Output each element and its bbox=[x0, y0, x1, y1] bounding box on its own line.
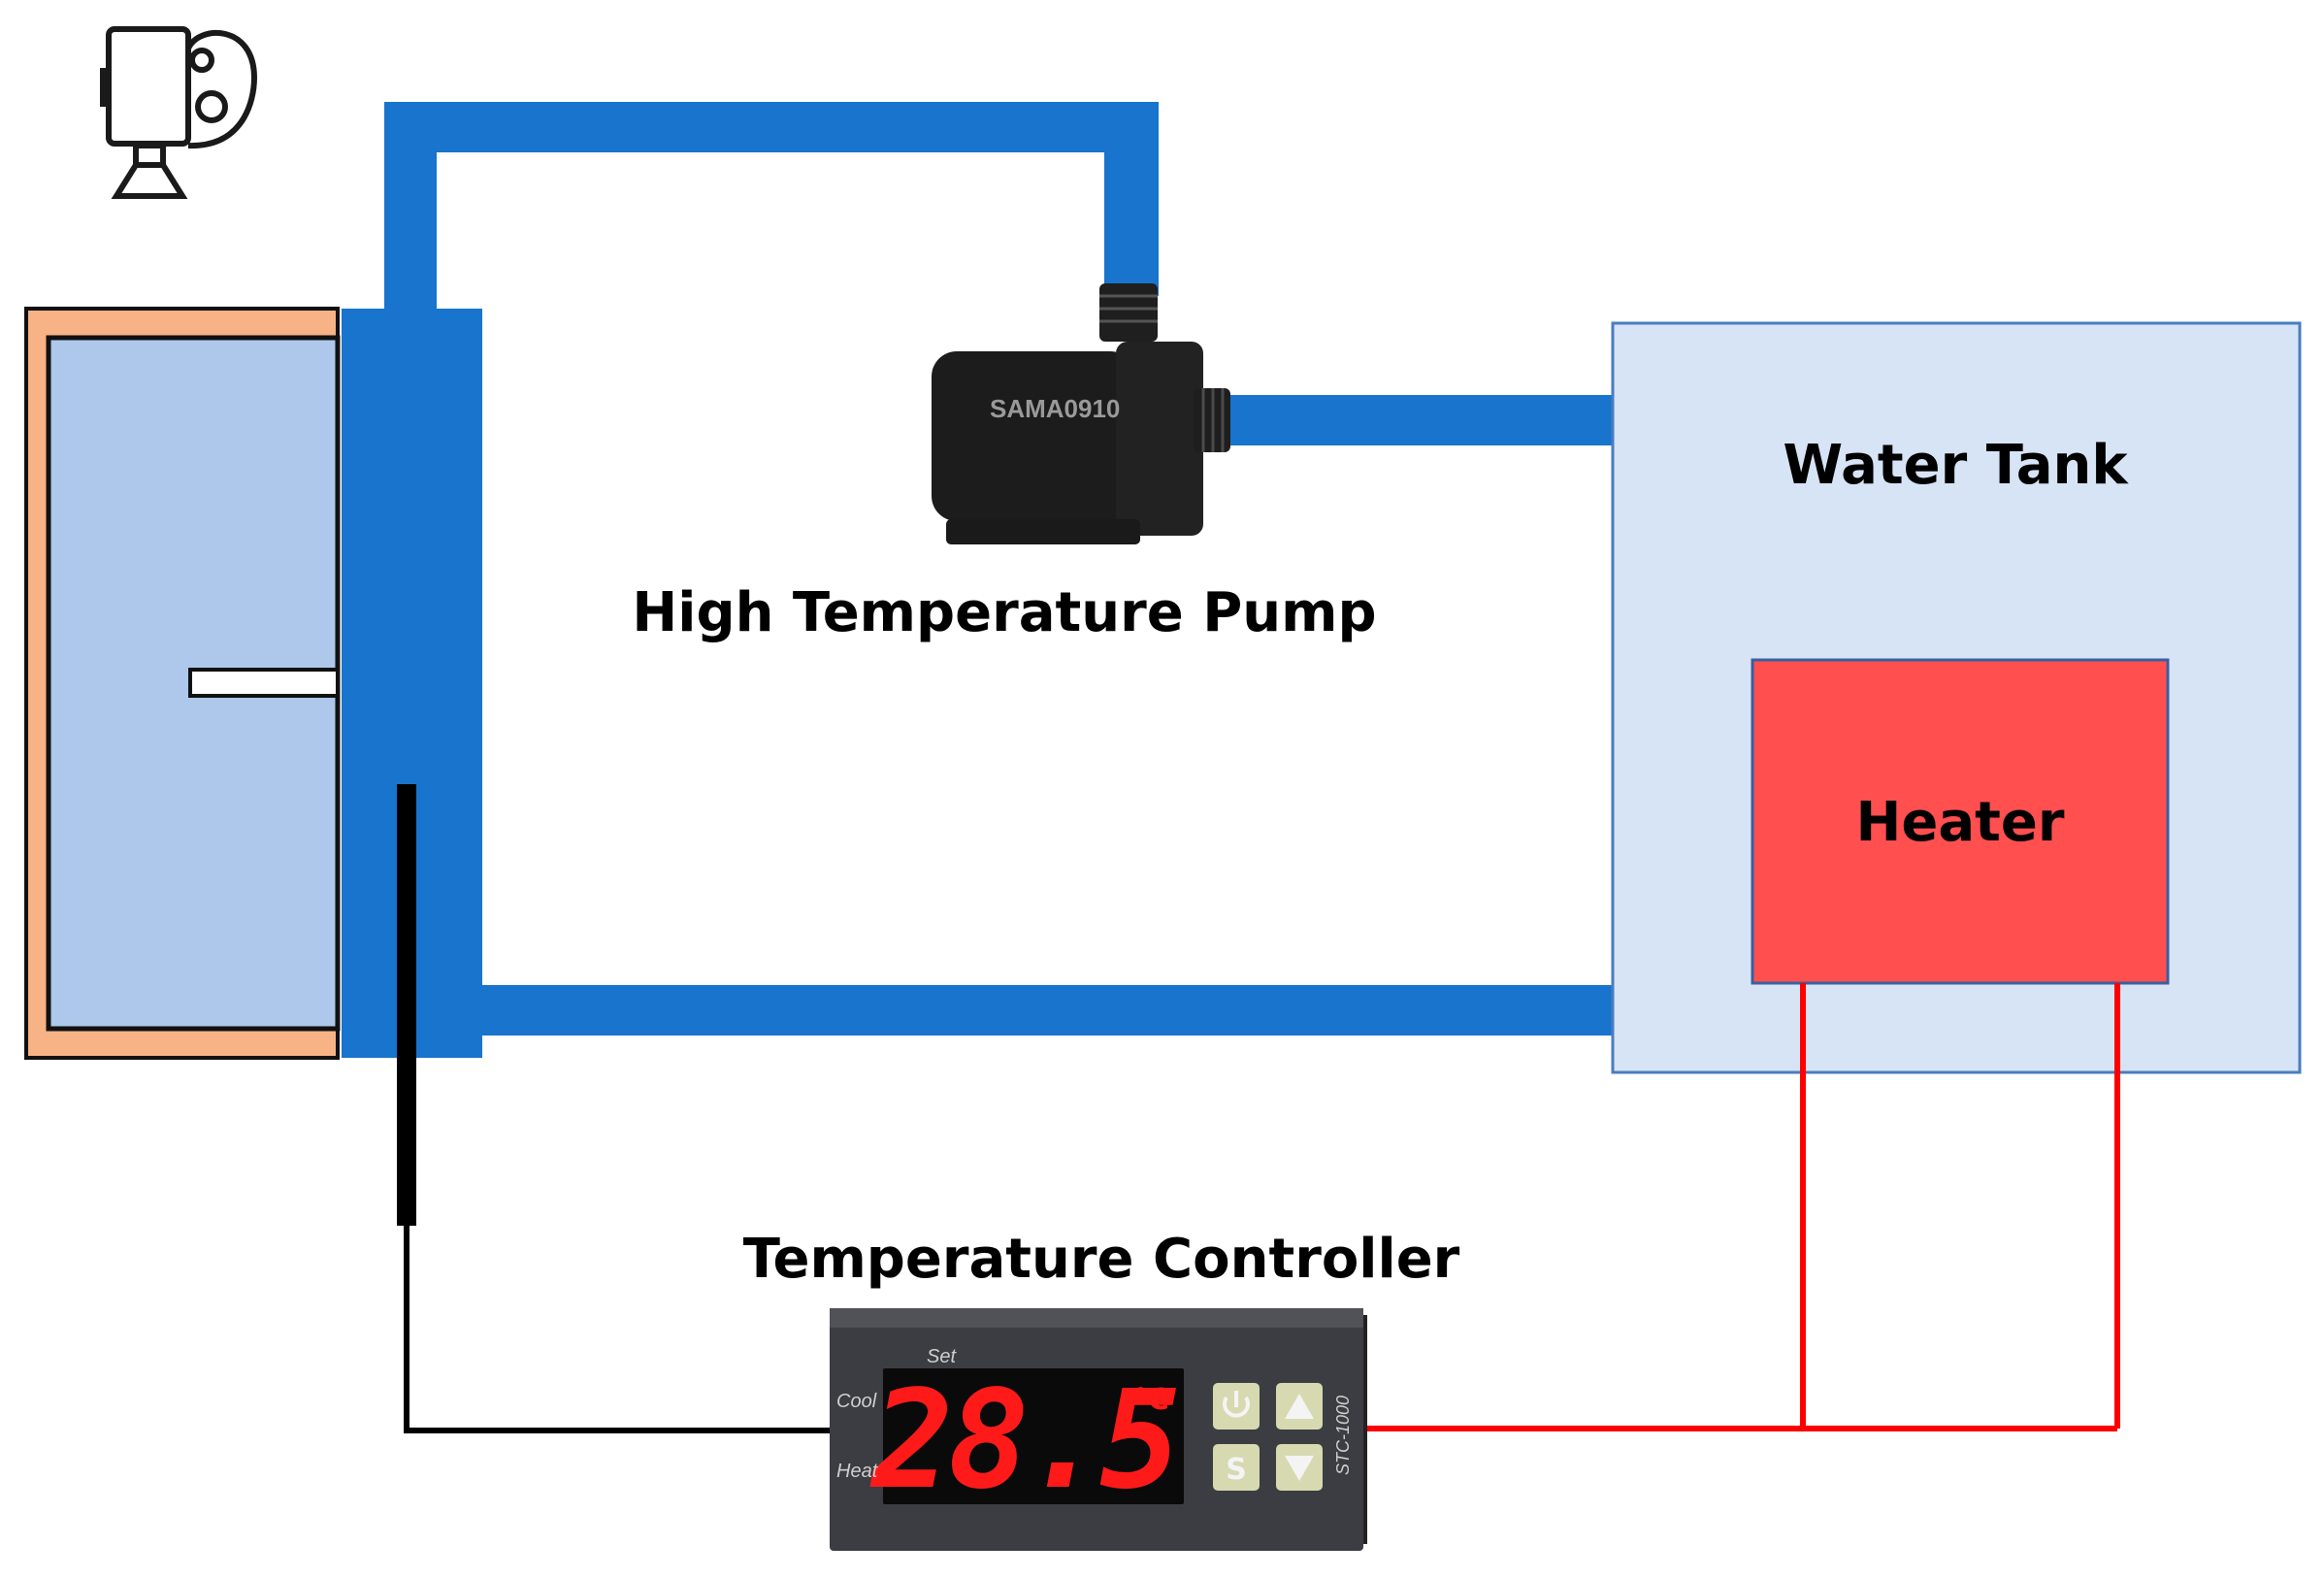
set-button[interactable]: S bbox=[1213, 1444, 1260, 1491]
up-arrow-icon bbox=[1285, 1394, 1314, 1419]
controller-model: STC-1000 bbox=[1333, 1396, 1353, 1475]
pipe-top bbox=[384, 102, 1159, 152]
pipe-return bbox=[482, 985, 1613, 1036]
sample-holder bbox=[188, 668, 340, 698]
controller-cool-label: Cool bbox=[836, 1391, 877, 1412]
controller-label: Temperature Controller bbox=[743, 1228, 1460, 1291]
power-icon bbox=[1223, 1391, 1250, 1418]
set-button-label: S bbox=[1226, 1453, 1247, 1487]
controller-heat-label: Heat bbox=[836, 1461, 879, 1482]
camera-icon bbox=[100, 26, 258, 199]
down-arrow-icon bbox=[1285, 1456, 1314, 1481]
controller-unit: °C bbox=[1133, 1383, 1169, 1417]
heater-wires bbox=[1363, 983, 2120, 1431]
pipes bbox=[384, 102, 1613, 1036]
controller-display: 28.5 bbox=[869, 1362, 1176, 1520]
water-tank-label: Water Tank bbox=[1783, 434, 2129, 497]
pump-label: High Temperature Pump bbox=[632, 581, 1376, 644]
pipe-down-to-pump bbox=[1104, 102, 1159, 296]
heater bbox=[1751, 658, 2170, 985]
up-button[interactable] bbox=[1276, 1383, 1323, 1430]
power-button[interactable] bbox=[1213, 1383, 1260, 1430]
pump-marking: SAMA0910 bbox=[990, 394, 1120, 423]
temperature-controller: 28.5 °C Set Cool Heat S STC-1000 bbox=[830, 1308, 1367, 1551]
heater-label: Heater bbox=[1855, 791, 2064, 854]
controller-set-label: Set bbox=[927, 1346, 957, 1367]
pipe-pump-outlet bbox=[1227, 395, 1613, 445]
down-button[interactable] bbox=[1276, 1444, 1323, 1491]
high-temperature-pump: SAMA0910 bbox=[932, 283, 1230, 544]
temperature-probe bbox=[397, 784, 833, 1433]
